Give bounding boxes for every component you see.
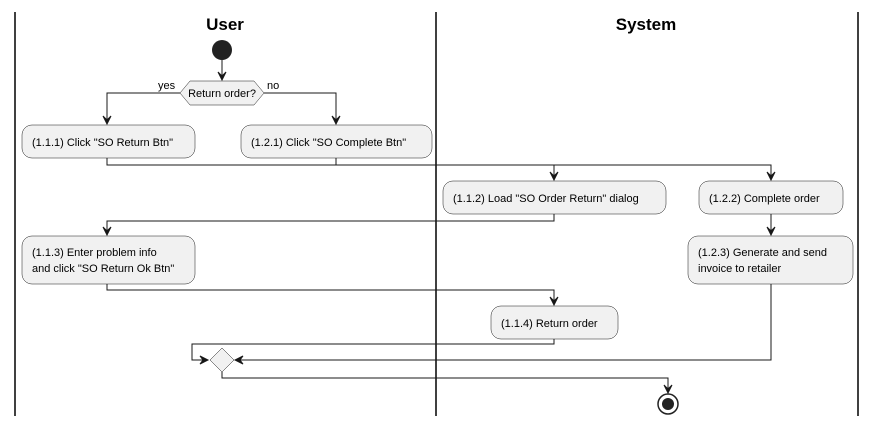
arrowhead	[331, 115, 341, 126]
lane-title-system: System	[616, 15, 676, 34]
activity-1-1-3-line2: and click "SO Return Ok Btn"	[32, 263, 174, 275]
activity-1-1-1-label: (1.1.1) Click "SO Return Btn"	[32, 137, 173, 149]
activity-1-1-1	[21, 124, 196, 159]
activity-1-1-4-label: (1.1.4) Return order	[501, 318, 598, 330]
guard-no: no	[267, 80, 279, 92]
arrowhead	[199, 355, 210, 365]
edge-1-1-3-to-1-1-4	[106, 284, 555, 301]
edge-merge-to-end	[221, 372, 669, 389]
arrowhead	[102, 226, 112, 237]
arrowhead	[102, 115, 112, 126]
guard-yes: yes	[158, 80, 176, 92]
activity-1-1-3-line1: (1.1.3) Enter problem info	[32, 247, 157, 259]
activity-1-2-2-label: (1.2.2) Complete order	[709, 193, 820, 205]
edge-yes	[106, 92, 180, 120]
arrowhead	[766, 226, 776, 237]
activity-1-1-2-label: (1.1.2) Load "SO Order Return" dialog	[453, 193, 639, 205]
arrowhead	[766, 171, 776, 182]
edge-no	[264, 92, 337, 120]
lane-title-user: User	[206, 15, 244, 34]
arrowhead	[233, 355, 244, 365]
arrowhead	[549, 296, 559, 307]
activity-1-2-3-line2: invoice to retailer	[698, 263, 781, 275]
edge-1-1-4-to-merge	[191, 339, 555, 361]
edge-1-2-3-to-merge	[240, 284, 772, 361]
edge-1-1-2-to-1-1-3	[106, 214, 555, 231]
activity-1-2-3-line1: (1.2.3) Generate and send	[698, 247, 827, 259]
edge-1-1-1-to-1-1-2	[106, 158, 555, 176]
arrowhead	[549, 171, 559, 182]
activity-1-2-3	[687, 235, 854, 285]
activity-1-1-3	[21, 235, 196, 285]
arrowhead	[663, 384, 673, 395]
start-node	[212, 40, 232, 60]
merge-node	[209, 347, 235, 373]
activity-1-2-1-label: (1.2.1) Click "SO Complete Btn"	[251, 137, 406, 149]
edge-1-2-1-to-1-2-2	[335, 158, 772, 176]
decision-label: Return order?	[188, 88, 256, 100]
arrowhead	[217, 71, 227, 82]
end-node-core	[662, 398, 674, 410]
